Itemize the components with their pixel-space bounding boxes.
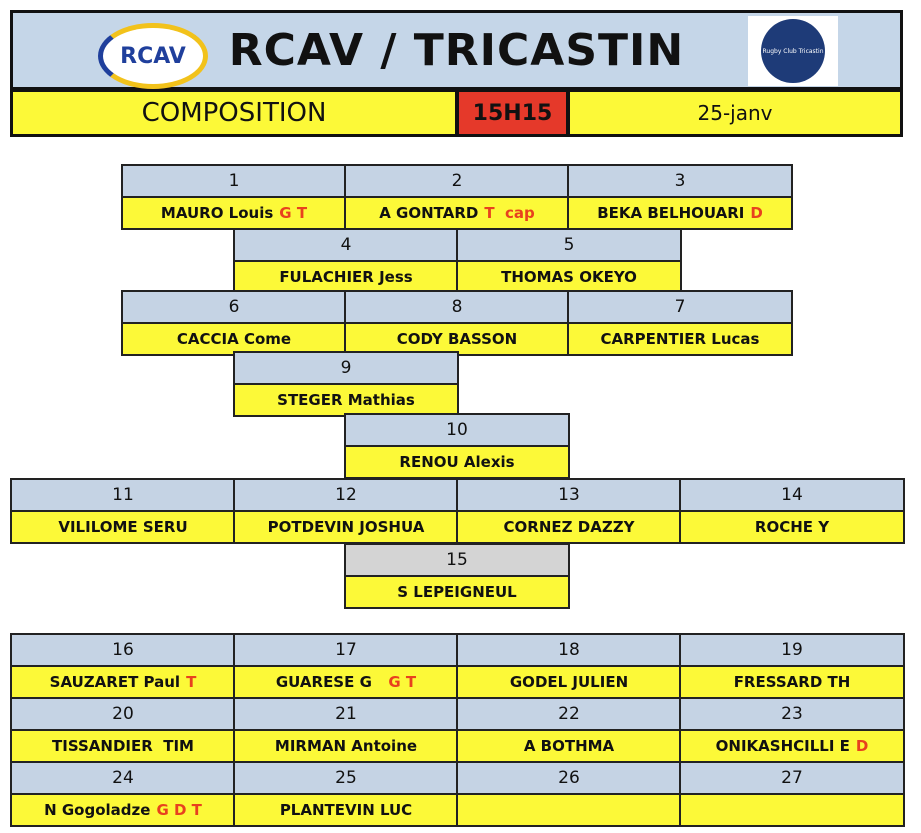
player-name-cell: N Gogoladze G D T (10, 793, 236, 827)
composition-label: COMPOSITION (10, 89, 458, 137)
jersey-number: 22 (456, 697, 682, 731)
player-name: STEGER Mathias (277, 391, 415, 409)
player-name: FRESSARD TH (733, 673, 851, 691)
player-name-cell: GUARESE G G T (233, 665, 459, 699)
player-name: A GONTARD (379, 204, 479, 222)
player-name-cell: VILILOME SERU (10, 510, 236, 544)
player-name-cell: ONIKASHCILLI E D (679, 729, 905, 763)
jersey-number: 19 (679, 633, 905, 667)
player-name: ONIKASHCILLI E (715, 737, 850, 755)
jersey-number: 5 (456, 228, 682, 262)
jersey-number: 17 (233, 633, 459, 667)
jersey-number: 16 (10, 633, 236, 667)
jersey-number: 21 (233, 697, 459, 731)
jersey-number: 2 (344, 164, 570, 198)
player-name-cell: RENOU Alexis (344, 445, 570, 479)
jersey-number: 1 (121, 164, 347, 198)
jersey-number: 15 (344, 543, 570, 577)
player-role-tag: T (186, 673, 197, 691)
player-name-cell (679, 793, 905, 827)
player-name: TISSANDIER TIM (52, 737, 194, 755)
player-name: MAURO Louis (160, 204, 274, 222)
player-name-cell: CODY BASSON (344, 322, 570, 356)
player-name-cell: SAUZARET Paul T (10, 665, 236, 699)
player-name: SAUZARET Paul (49, 673, 181, 691)
player-name-cell: BEKA BELHOUARI D (567, 196, 793, 230)
player-name: GUARESE G (275, 673, 372, 691)
player-name: RENOU Alexis (399, 453, 515, 471)
jersey-number: 9 (233, 351, 459, 385)
jersey-number: 10 (344, 413, 570, 447)
tricastin-logo-text: Rugby Club Tricastin (761, 19, 825, 83)
player-name-cell (456, 793, 682, 827)
player-role-tag: G D T (156, 801, 202, 819)
kickoff-time: 15H15 (456, 89, 569, 137)
jersey-number: 26 (456, 761, 682, 795)
player-name: CODY BASSON (396, 330, 518, 348)
player-name: VILILOME SERU (58, 518, 188, 536)
player-name-cell: CARPENTIER Lucas (567, 322, 793, 356)
player-name: PLANTEVIN LUC (279, 801, 413, 819)
player-name: POTDEVIN JOSHUA (267, 518, 425, 536)
player-name: CARPENTIER Lucas (600, 330, 760, 348)
jersey-number: 20 (10, 697, 236, 731)
jersey-number: 4 (233, 228, 459, 262)
rcav-logo-text: RCAV (120, 43, 186, 69)
jersey-number: 14 (679, 478, 905, 512)
jersey-number: 7 (567, 290, 793, 324)
player-name: S LEPEIGNEUL (397, 583, 517, 601)
player-role-tag: D (750, 204, 763, 222)
player-role-tag: T cap (484, 204, 535, 222)
player-name-cell: THOMAS OKEYO (456, 260, 682, 294)
player-name-cell: A GONTARD T cap (344, 196, 570, 230)
match-date: 25-janv (567, 89, 903, 137)
player-name-cell: ROCHE Y (679, 510, 905, 544)
page-title: RCAV / TRICASTIN (228, 25, 685, 76)
player-name-cell: CACCIA Come (121, 322, 347, 356)
player-name-cell: POTDEVIN JOSHUA (233, 510, 459, 544)
player-name-cell: MIRMAN Antoine (233, 729, 459, 763)
jersey-number: 3 (567, 164, 793, 198)
player-name: FULACHIER Jess (279, 268, 413, 286)
player-name: BEKA BELHOUARI (597, 204, 745, 222)
jersey-number: 11 (10, 478, 236, 512)
player-name-cell: CORNEZ DAZZY (456, 510, 682, 544)
player-role-tag: D (855, 737, 869, 755)
jersey-number: 18 (456, 633, 682, 667)
tricastin-logo: Rugby Club Tricastin (748, 16, 838, 86)
jersey-number: 13 (456, 478, 682, 512)
jersey-number: 23 (679, 697, 905, 731)
rcav-logo: RCAV (98, 23, 208, 89)
jersey-number: 24 (10, 761, 236, 795)
player-role-tag: G T (377, 673, 417, 691)
title-banner: RCAV RCAV / TRICASTIN Rugby Club Tricast… (10, 10, 903, 90)
jersey-number: 25 (233, 761, 459, 795)
player-name: GODEL JULIEN (509, 673, 629, 691)
player-name: A BOTHMA (523, 737, 615, 755)
player-role-tag: G T (279, 204, 308, 222)
jersey-number: 12 (233, 478, 459, 512)
jersey-number: 8 (344, 290, 570, 324)
jersey-number: 27 (679, 761, 905, 795)
player-name-cell: GODEL JULIEN (456, 665, 682, 699)
player-name-cell: S LEPEIGNEUL (344, 575, 570, 609)
player-name: CACCIA Come (176, 330, 292, 348)
player-name-cell: FULACHIER Jess (233, 260, 459, 294)
player-name: ROCHE Y (754, 518, 830, 536)
player-name-cell: FRESSARD TH (679, 665, 905, 699)
player-name-cell: A BOTHMA (456, 729, 682, 763)
player-name-cell: MAURO Louis G T (121, 196, 347, 230)
player-name: CORNEZ DAZZY (503, 518, 635, 536)
player-name: THOMAS OKEYO (501, 268, 637, 286)
jersey-number: 6 (121, 290, 347, 324)
player-name: N Gogoladze (44, 801, 151, 819)
player-name: MIRMAN Antoine (274, 737, 418, 755)
player-name-cell: TISSANDIER TIM (10, 729, 236, 763)
player-name-cell: STEGER Mathias (233, 383, 459, 417)
player-name-cell: PLANTEVIN LUC (233, 793, 459, 827)
